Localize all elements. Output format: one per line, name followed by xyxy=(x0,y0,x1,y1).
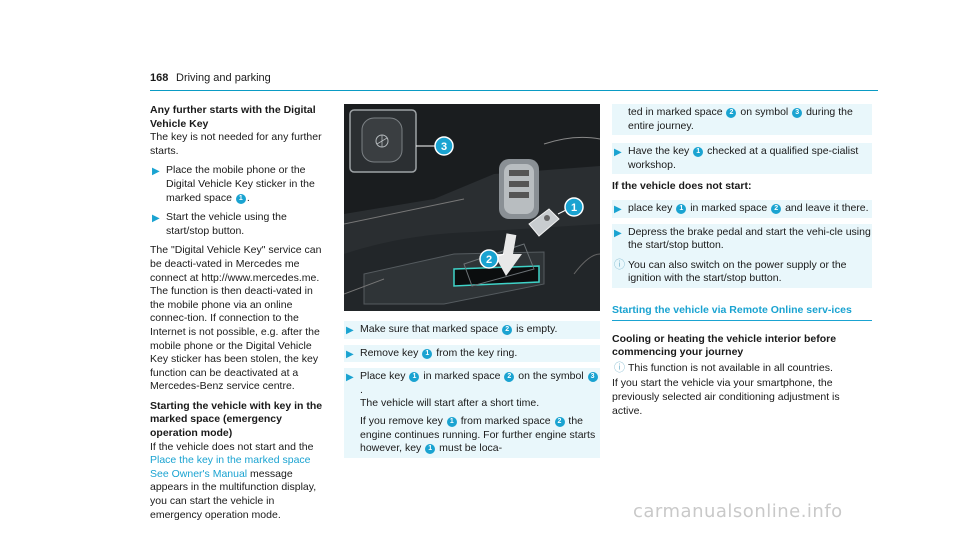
heading-emergency: Starting the vehicle with key in the mar… xyxy=(150,399,323,440)
step-remove-key: ▶ Remove key 1 from the key ring. xyxy=(344,344,600,363)
note-availability: ⓘ This function is not available in all … xyxy=(612,362,872,376)
callout-badge: 2 xyxy=(502,325,513,335)
column-middle: 3 1 2 ▶ Make sure that marked space 2 is… xyxy=(344,104,600,458)
info-icon: ⓘ xyxy=(614,361,625,374)
step-text: . xyxy=(360,383,363,396)
callout-3-label: 3 xyxy=(441,141,447,153)
info-icon: ⓘ xyxy=(614,258,625,271)
callout-2-label: 2 xyxy=(486,254,492,266)
step-continued: ted in marked space 2 on symbol 3 during… xyxy=(612,104,872,136)
callout-badge: 1 xyxy=(422,348,433,359)
callout-badge: 3 xyxy=(792,108,803,118)
arrow-icon: ▶ xyxy=(614,147,622,159)
step-have-checked: ▶ Have the key 1 checked at a qualified … xyxy=(612,143,872,175)
callout-badge: 1 xyxy=(409,372,420,383)
step-text: on the symbol xyxy=(515,370,587,383)
callout-badge: 1 xyxy=(693,147,704,158)
text: If the vehicle does not start and the xyxy=(150,440,314,453)
watermark[interactable]: carmanualsonline.info xyxy=(633,501,843,522)
console-drawing: 3 1 2 xyxy=(344,104,600,311)
page-number: 168 xyxy=(150,72,169,84)
body-text: The "Digital Vehicle Key" service can be… xyxy=(150,244,322,393)
arrow-icon: ▶ xyxy=(346,372,354,384)
callout-badge: 1 xyxy=(446,416,457,427)
step-text: Start the vehicle using the start/stop b… xyxy=(166,211,287,237)
arrow-icon: ▶ xyxy=(346,325,354,336)
key-symbol-inset xyxy=(349,109,417,173)
body-text-emergency: If the vehicle does not start and the Pl… xyxy=(150,441,326,523)
callout-2: 2 xyxy=(479,249,505,269)
arrow-icon: ▶ xyxy=(614,227,622,239)
arrow-icon: ▶ xyxy=(346,348,354,360)
callout-1: 1 xyxy=(557,197,584,217)
step-depress-brake: ▶ Depress the brake pedal and start the … xyxy=(612,223,872,288)
text: during the entire journey. xyxy=(628,106,853,132)
heading-cooling-heating: Cooling or heating the vehicle interior … xyxy=(612,332,837,359)
arrow-icon: ▶ xyxy=(152,213,160,225)
callout-3: 3 xyxy=(416,136,454,156)
arrow-icon: ▶ xyxy=(614,203,622,215)
note-text: You can also switch on the power supply … xyxy=(628,258,847,285)
text: ted in marked space xyxy=(628,106,726,118)
step-text: Place the mobile phone or the Digital Ve… xyxy=(166,164,315,204)
step-text: Have the key xyxy=(628,145,693,158)
step-text: Place key xyxy=(360,370,409,383)
callout-badge: 2 xyxy=(771,203,782,214)
callout-badge: 3 xyxy=(587,372,598,383)
step-text: checked at a qualified spe-cialist works… xyxy=(628,145,859,171)
step-text: . xyxy=(246,191,250,204)
gear-lever-icon xyxy=(499,159,539,219)
key-fob-icon xyxy=(528,208,560,237)
step-text: place key xyxy=(628,201,676,214)
step-text: from the key ring. xyxy=(433,346,518,359)
step-place-phone: ▶ Place the mobile phone or the Digital … xyxy=(150,164,326,205)
text: must be loca- xyxy=(436,442,503,455)
step-place-key: ▶ Place key 1 in marked space 2 on the s… xyxy=(344,368,600,458)
result-text: The vehicle will start after a short tim… xyxy=(360,397,540,410)
arrow-down-icon xyxy=(494,233,522,276)
callout-badge: 2 xyxy=(726,108,737,118)
continuation-text: If you remove key 1 from marked space 2 … xyxy=(360,415,600,456)
step-check-empty: ▶ Make sure that marked space 2 is empty… xyxy=(344,321,600,339)
callout-badge: 1 xyxy=(235,193,246,204)
body-text-smartphone: If you start the vehicle via your smartp… xyxy=(612,377,840,417)
step-place-key-leave: ▶ place key 1 in marked space 2 and leav… xyxy=(612,199,872,218)
step-text: Remove key xyxy=(360,346,422,359)
column-right: ted in marked space 2 on symbol 3 during… xyxy=(612,104,872,418)
display-message-link[interactable]: Place the key in the marked space See Ow… xyxy=(150,454,311,480)
step-text: in marked space xyxy=(687,201,771,214)
text: If you remove key xyxy=(360,414,446,427)
step-text: Make sure that marked space xyxy=(360,323,502,335)
note-power-supply: ⓘ You can also switch on the power suppl… xyxy=(612,259,872,286)
callout-badge: 2 xyxy=(554,416,565,427)
section-title: Driving and parking xyxy=(176,72,271,84)
callout-badge: 2 xyxy=(504,372,515,383)
intro-text: The key is not needed for any further st… xyxy=(150,131,322,157)
step-text: is empty. xyxy=(513,323,558,335)
text: on symbol xyxy=(737,106,792,118)
page-header: 168 Driving and parking xyxy=(150,72,878,91)
text: from marked space xyxy=(457,414,554,427)
heading-does-not-start: If the vehicle does not start: xyxy=(612,180,752,193)
note-text: This function is not available in all co… xyxy=(628,361,833,374)
step-text: in marked space xyxy=(420,370,504,383)
callout-badge: 1 xyxy=(425,444,436,455)
text: message appears in the multifunction dis… xyxy=(150,467,317,521)
callout-1-label: 1 xyxy=(571,202,577,214)
step-text: Depress the brake pedal and start the ve… xyxy=(628,225,871,252)
text: the engine continues running. For furthe… xyxy=(360,414,596,455)
step-start-vehicle: ▶ Start the vehicle using the start/stop… xyxy=(150,211,326,238)
step-text: and leave it there. xyxy=(782,201,869,214)
heading-further-starts: Any further starts with the Digital Vehi… xyxy=(150,104,316,130)
arrow-icon: ▶ xyxy=(152,166,160,178)
console-illustration: 3 1 2 xyxy=(344,104,600,311)
heading-remote-online: Starting the vehicle via Remote Online s… xyxy=(612,304,872,321)
callout-badge: 1 xyxy=(676,203,687,214)
column-left: Any further starts with the Digital Vehi… xyxy=(150,104,326,522)
